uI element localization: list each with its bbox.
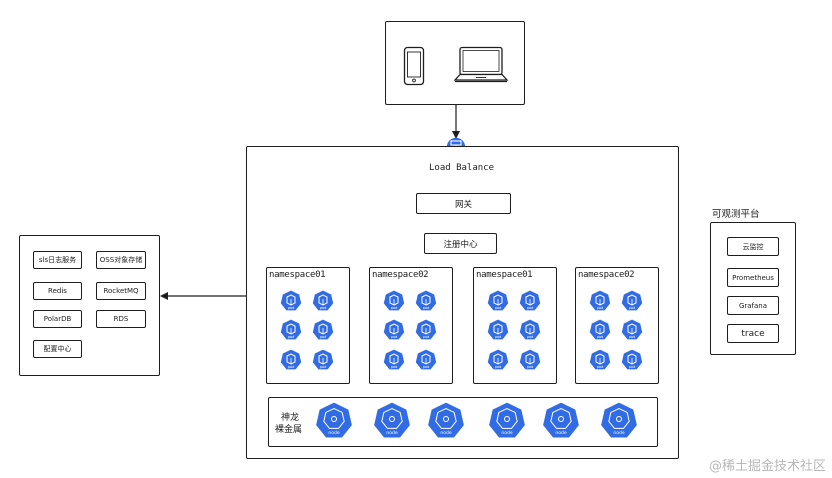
service-oss[interactable]: OSS对象存储 bbox=[96, 251, 146, 269]
pod-icon[interactable]: pod bbox=[311, 289, 335, 313]
cluster-box: Load Balance 网关 注册中心 namespace01 pod pod po… bbox=[246, 146, 679, 459]
observability-title: 可观测平台 bbox=[712, 209, 760, 220]
svg-text:node: node bbox=[613, 430, 624, 436]
pod-icon[interactable]: pod bbox=[382, 289, 406, 313]
svg-text:pod: pod bbox=[288, 365, 295, 369]
laptop-icon bbox=[453, 46, 509, 83]
pod-icon[interactable]: pod bbox=[620, 289, 644, 313]
svg-text:pod: pod bbox=[320, 335, 327, 339]
svg-text:pod: pod bbox=[629, 306, 636, 310]
svg-text:pod: pod bbox=[320, 306, 327, 310]
svg-text:node: node bbox=[328, 430, 339, 436]
pod-icon[interactable]: pod bbox=[414, 289, 438, 313]
pod-icon[interactable]: pod bbox=[311, 348, 335, 372]
obs-cloud-monitor[interactable]: 云监控 bbox=[727, 237, 779, 256]
svg-text:pod: pod bbox=[629, 335, 636, 339]
svg-text:pod: pod bbox=[597, 335, 604, 339]
svg-text:node: node bbox=[386, 430, 397, 436]
registry-box[interactable]: 注册中心 bbox=[424, 233, 497, 254]
smartphone-icon bbox=[403, 46, 425, 86]
pod-icon[interactable]: pod bbox=[279, 348, 303, 372]
namespace-title: namespace01 bbox=[476, 270, 533, 280]
cloud-services-box: sls日志服务 OSS对象存储 Redis RocketMQ PolarDB R… bbox=[19, 235, 160, 376]
pod-icon[interactable]: pod bbox=[518, 348, 542, 372]
service-redis[interactable]: Redis bbox=[33, 282, 82, 300]
gateway-box[interactable]: 网关 bbox=[416, 193, 511, 214]
svg-text:node: node bbox=[555, 430, 566, 436]
namespace-title: namespace01 bbox=[269, 270, 326, 280]
svg-text:pod: pod bbox=[320, 365, 327, 369]
service-sls[interactable]: sls日志服务 bbox=[33, 251, 82, 269]
load-balance-label: Load Balance bbox=[429, 163, 495, 173]
pod-icon[interactable]: pod bbox=[588, 289, 612, 313]
namespace-title: namespace02 bbox=[372, 270, 429, 280]
svg-text:pod: pod bbox=[527, 335, 534, 339]
svg-text:pod: pod bbox=[527, 306, 534, 310]
node-icon[interactable]: node bbox=[599, 401, 639, 441]
svg-text:node: node bbox=[440, 430, 451, 436]
pod-icon[interactable]: pod bbox=[279, 289, 303, 313]
svg-text:pod: pod bbox=[423, 365, 430, 369]
obs-prometheus[interactable]: Prometheus bbox=[727, 268, 779, 287]
service-polardb[interactable]: PolarDB bbox=[33, 310, 82, 328]
client-devices-box bbox=[385, 21, 525, 105]
svg-text:pod: pod bbox=[597, 306, 604, 310]
node-icon[interactable]: node bbox=[541, 401, 581, 441]
svg-text:pod: pod bbox=[597, 365, 604, 369]
watermark: @稀土掘金技术社区 bbox=[708, 459, 826, 474]
obs-grafana[interactable]: Grafana bbox=[727, 296, 779, 315]
pod-icon[interactable]: pod bbox=[588, 348, 612, 372]
baremetal-box: 神龙 裸金属 node node node node node node bbox=[268, 397, 658, 447]
service-config-center[interactable]: 配置中心 bbox=[33, 340, 82, 358]
service-rocketmq[interactable]: RocketMQ bbox=[96, 282, 146, 300]
node-icon[interactable]: node bbox=[372, 401, 412, 441]
namespace-box-2[interactable]: namespace02 pod pod pod pod pod pod bbox=[369, 267, 453, 384]
svg-text:pod: pod bbox=[629, 365, 636, 369]
baremetal-label-2: 裸金属 bbox=[275, 425, 303, 435]
pod-icon[interactable]: pod bbox=[518, 318, 542, 342]
namespace-title: namespace02 bbox=[578, 270, 635, 280]
pod-icon[interactable]: pod bbox=[486, 318, 510, 342]
svg-text:pod: pod bbox=[495, 335, 502, 339]
node-icon[interactable]: node bbox=[487, 401, 527, 441]
pod-icon[interactable]: pod bbox=[382, 318, 406, 342]
pod-icon[interactable]: pod bbox=[382, 348, 406, 372]
svg-text:pod: pod bbox=[495, 365, 502, 369]
pod-icon[interactable]: pod bbox=[518, 289, 542, 313]
svg-text:pod: pod bbox=[288, 335, 295, 339]
svg-text:pod: pod bbox=[495, 306, 502, 310]
node-icon[interactable]: node bbox=[426, 401, 466, 441]
namespace-box-3[interactable]: namespace01 pod pod pod pod pod pod bbox=[473, 267, 557, 384]
svg-text:pod: pod bbox=[527, 365, 534, 369]
svg-text:pod: pod bbox=[391, 306, 398, 310]
service-rds[interactable]: RDS bbox=[96, 310, 146, 328]
pod-icon[interactable]: pod bbox=[414, 348, 438, 372]
pod-icon[interactable]: pod bbox=[414, 318, 438, 342]
pod-icon[interactable]: pod bbox=[311, 318, 335, 342]
namespace-box-4[interactable]: namespace02 pod pod pod pod pod pod bbox=[575, 267, 659, 384]
svg-text:pod: pod bbox=[423, 306, 430, 310]
svg-text:pod: pod bbox=[391, 365, 398, 369]
obs-trace[interactable]: trace bbox=[727, 324, 779, 343]
pod-icon[interactable]: pod bbox=[279, 318, 303, 342]
pod-icon[interactable]: pod bbox=[588, 318, 612, 342]
pod-icon[interactable]: pod bbox=[486, 289, 510, 313]
baremetal-label-1: 神龙 bbox=[281, 413, 300, 423]
svg-text:pod: pod bbox=[423, 335, 430, 339]
svg-text:node: node bbox=[501, 430, 512, 436]
pod-icon[interactable]: pod bbox=[486, 348, 510, 372]
pod-icon[interactable]: pod bbox=[620, 318, 644, 342]
node-icon[interactable]: node bbox=[314, 401, 354, 441]
pod-icon[interactable]: pod bbox=[620, 348, 644, 372]
namespace-box-1[interactable]: namespace01 pod pod pod pod pod pod bbox=[266, 267, 350, 384]
svg-text:pod: pod bbox=[288, 306, 295, 310]
observability-box: 云监控 Prometheus Grafana trace bbox=[710, 222, 796, 355]
svg-text:pod: pod bbox=[391, 335, 398, 339]
